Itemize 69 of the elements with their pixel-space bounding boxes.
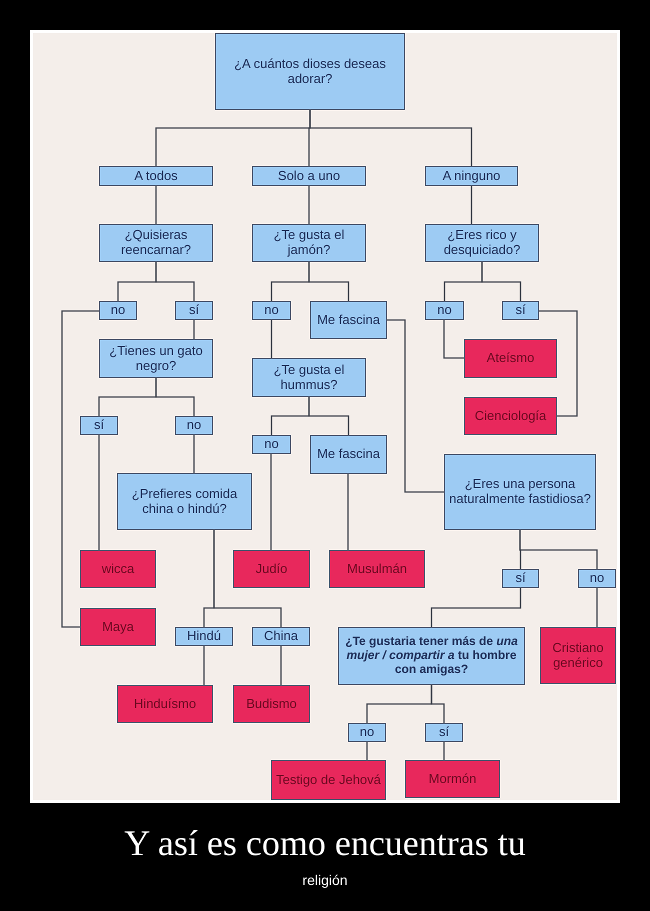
- question-box: ¿A cuántos dioses deseas adorar?: [215, 33, 405, 110]
- question-box: ¿Eres una persona naturalmente fastidiosa?: [444, 454, 596, 530]
- result-box: Cristiano genérico: [540, 627, 616, 684]
- connector-line: [213, 530, 282, 627]
- question-box: ¿Te gusta el jamón?: [252, 224, 366, 262]
- caption-text: religión: [301, 872, 349, 888]
- connector-line: [539, 310, 578, 417]
- result-box: Testigo de Jehová: [271, 760, 386, 800]
- connector-line: [470, 186, 472, 224]
- connector-line: [308, 262, 350, 301]
- connector-line: [387, 319, 444, 493]
- question-box: sí: [425, 723, 463, 742]
- connector-line: [519, 530, 598, 569]
- result-box: Judío: [233, 550, 310, 588]
- result-box: Cienciología: [464, 397, 557, 435]
- question-box: Me fascina: [310, 435, 387, 474]
- connector-line: [366, 742, 368, 760]
- connector-line: [98, 435, 100, 550]
- connector-line: [155, 186, 157, 224]
- connector-line: [430, 588, 522, 627]
- question-box: ¿Prefieres comida china o hindú?: [117, 473, 252, 530]
- connector-line: [280, 646, 282, 685]
- connector-line: [347, 474, 349, 550]
- question-box: ¿Te gustaria tener más de una mujer / compartir a tu hombre con amigas?: [338, 627, 525, 685]
- question-box: no: [252, 301, 291, 320]
- connector-line: [193, 320, 195, 339]
- question-box: ¿Quisieras reencarnar?: [99, 224, 213, 262]
- result-box: Mormón: [405, 760, 500, 798]
- question-box: sí: [502, 569, 539, 588]
- connector-line: [270, 320, 272, 358]
- connector-line: [308, 397, 350, 435]
- connector-line: [481, 262, 522, 301]
- question-box: A todos: [99, 166, 213, 186]
- connector-line: [193, 435, 195, 473]
- question-box: ¿Tienes un gato negro?: [99, 339, 213, 378]
- question-box: Me fascina: [310, 301, 387, 339]
- connector-line: [203, 646, 205, 685]
- connector-line: [155, 262, 195, 301]
- question-box: sí: [502, 301, 539, 320]
- connector-line: [443, 742, 445, 760]
- question-box: sí: [175, 301, 213, 320]
- result-box: Maya: [80, 608, 156, 646]
- result-box: wicca: [80, 550, 156, 588]
- result-box: Hinduísmo: [117, 685, 213, 723]
- question-box: Hindú: [175, 627, 233, 646]
- connector-line: [308, 186, 310, 224]
- result-box: Musulmán: [329, 550, 425, 588]
- connector-line: [430, 685, 445, 723]
- question-box: Solo a uno: [252, 166, 366, 186]
- result-box: Budismo: [233, 685, 310, 723]
- question-box: no: [425, 301, 464, 320]
- question-box: sí: [80, 416, 118, 435]
- caption-text: Y así es como encuentras tu: [123, 822, 527, 864]
- connector-line: [309, 110, 472, 166]
- question-box: no: [578, 569, 616, 588]
- result-box: Ateísmo: [464, 339, 557, 378]
- question-box: no: [175, 416, 213, 435]
- connector-line: [61, 310, 99, 628]
- connector-line: [270, 454, 272, 550]
- question-box: no: [348, 723, 386, 742]
- question-box: no: [252, 435, 291, 454]
- question-box: ¿Te gusta el hummus?: [252, 358, 366, 397]
- connector-line: [443, 320, 464, 359]
- connector-line: [155, 378, 195, 416]
- question-box: ¿Eres rico y desquiciado?: [425, 224, 539, 262]
- question-box: A ninguno: [425, 166, 518, 186]
- connector-line: [596, 588, 598, 627]
- question-box: no: [99, 301, 137, 320]
- question-box: China: [252, 627, 310, 646]
